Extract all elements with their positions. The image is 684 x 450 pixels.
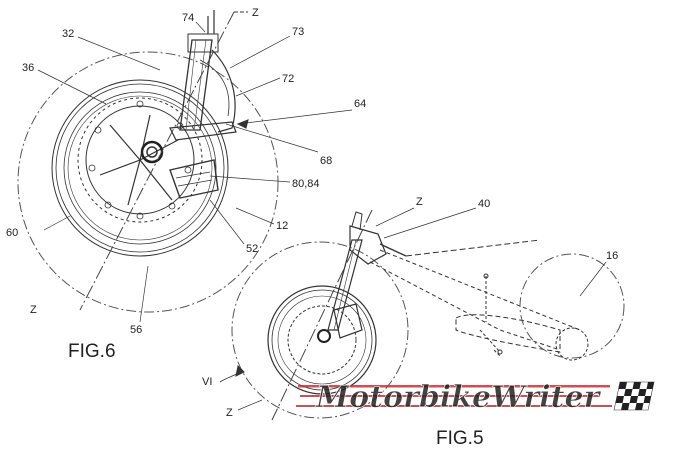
fig6-label-32: 32: [62, 28, 74, 40]
fig5-label-40: 40: [478, 198, 490, 210]
fig5-rear-wheel: [519, 253, 625, 359]
fig5-label-16: 16: [606, 250, 618, 262]
fig6-label-36: 36: [22, 62, 34, 74]
fig6-drawing: [17, 10, 353, 323]
watermark-text: MotorbikeWriter: [315, 380, 602, 415]
fig6-rim-ring-3: [67, 95, 213, 241]
fig6-label-52: 52: [246, 243, 258, 255]
fig6-upper-link: [211, 49, 236, 133]
fig6-label-z-top: Z: [252, 7, 259, 19]
fig6-caliper: [169, 159, 219, 199]
fig6-label-68: 68: [320, 155, 332, 167]
fig6-label-74: 74: [182, 12, 194, 24]
fig5-label-vi: VI: [202, 376, 212, 388]
fig5-front-rim-outer: [267, 285, 377, 395]
fig5-handlebar: [349, 225, 387, 265]
fig6-rim-ring-2: [63, 91, 217, 245]
fig5-swingarm: [455, 314, 561, 353]
fig6-tyre-outline: [17, 51, 279, 313]
fig5-front-hub: [317, 329, 331, 343]
fig6-label-73: 73: [292, 26, 304, 38]
fig6-label-64: 64: [354, 98, 366, 110]
fig6-label-60: 60: [6, 227, 18, 239]
fig6-fork-tube: [179, 39, 213, 131]
fig5-label-z-top: Z: [416, 196, 423, 208]
fig6-label-72: 72: [282, 73, 294, 85]
fig6-leader-lines: [37, 21, 353, 323]
fig6-hub: [140, 140, 164, 164]
fig5-caption: FIG.5: [436, 428, 484, 445]
fig5-front-tyre-outline: [231, 241, 409, 419]
watermark: MotorbikeWriter: [296, 380, 655, 415]
fig5-top-line: [405, 239, 541, 257]
fig5-drawing: [219, 207, 625, 421]
fig6-label-z-bottom: Z: [30, 304, 37, 316]
fig5-caliper: [333, 303, 363, 339]
fig6-fork-top: [187, 33, 219, 53]
fig5-frame-lower: [369, 261, 561, 351]
watermark-speed-stripes: [296, 385, 612, 407]
fig6-steering-axis: [79, 11, 235, 311]
fig5-labels: Z 40 16 VI Z FIG.5: [202, 196, 618, 449]
fig6-brake-disc-inner: [85, 105, 195, 215]
fig6-label-56: 56: [130, 324, 142, 336]
watermark-flag-icon: [613, 381, 655, 411]
fig6-label-12: 12: [276, 220, 288, 232]
fig5-label-z-bottom: Z: [226, 407, 233, 419]
fig5-rear-hub: [555, 327, 589, 361]
fig5-frame-upper: [379, 249, 581, 331]
fig6-rim-outer: [51, 79, 229, 257]
fig5-steering-axis: [271, 209, 373, 421]
fig6-labels: 74 Z 32 73 36 72 64 68 80,84 12 60 52 Z …: [6, 7, 366, 362]
fig6-brake-disc: [77, 97, 203, 223]
fig6-caption: FIG.6: [68, 341, 116, 362]
fig6-lower-arm: [169, 121, 237, 141]
fig6-label-80-84: 80,84: [292, 178, 320, 190]
fig6-hub-spokes: [99, 114, 179, 206]
fig6-rim-ring-1: [55, 83, 225, 253]
